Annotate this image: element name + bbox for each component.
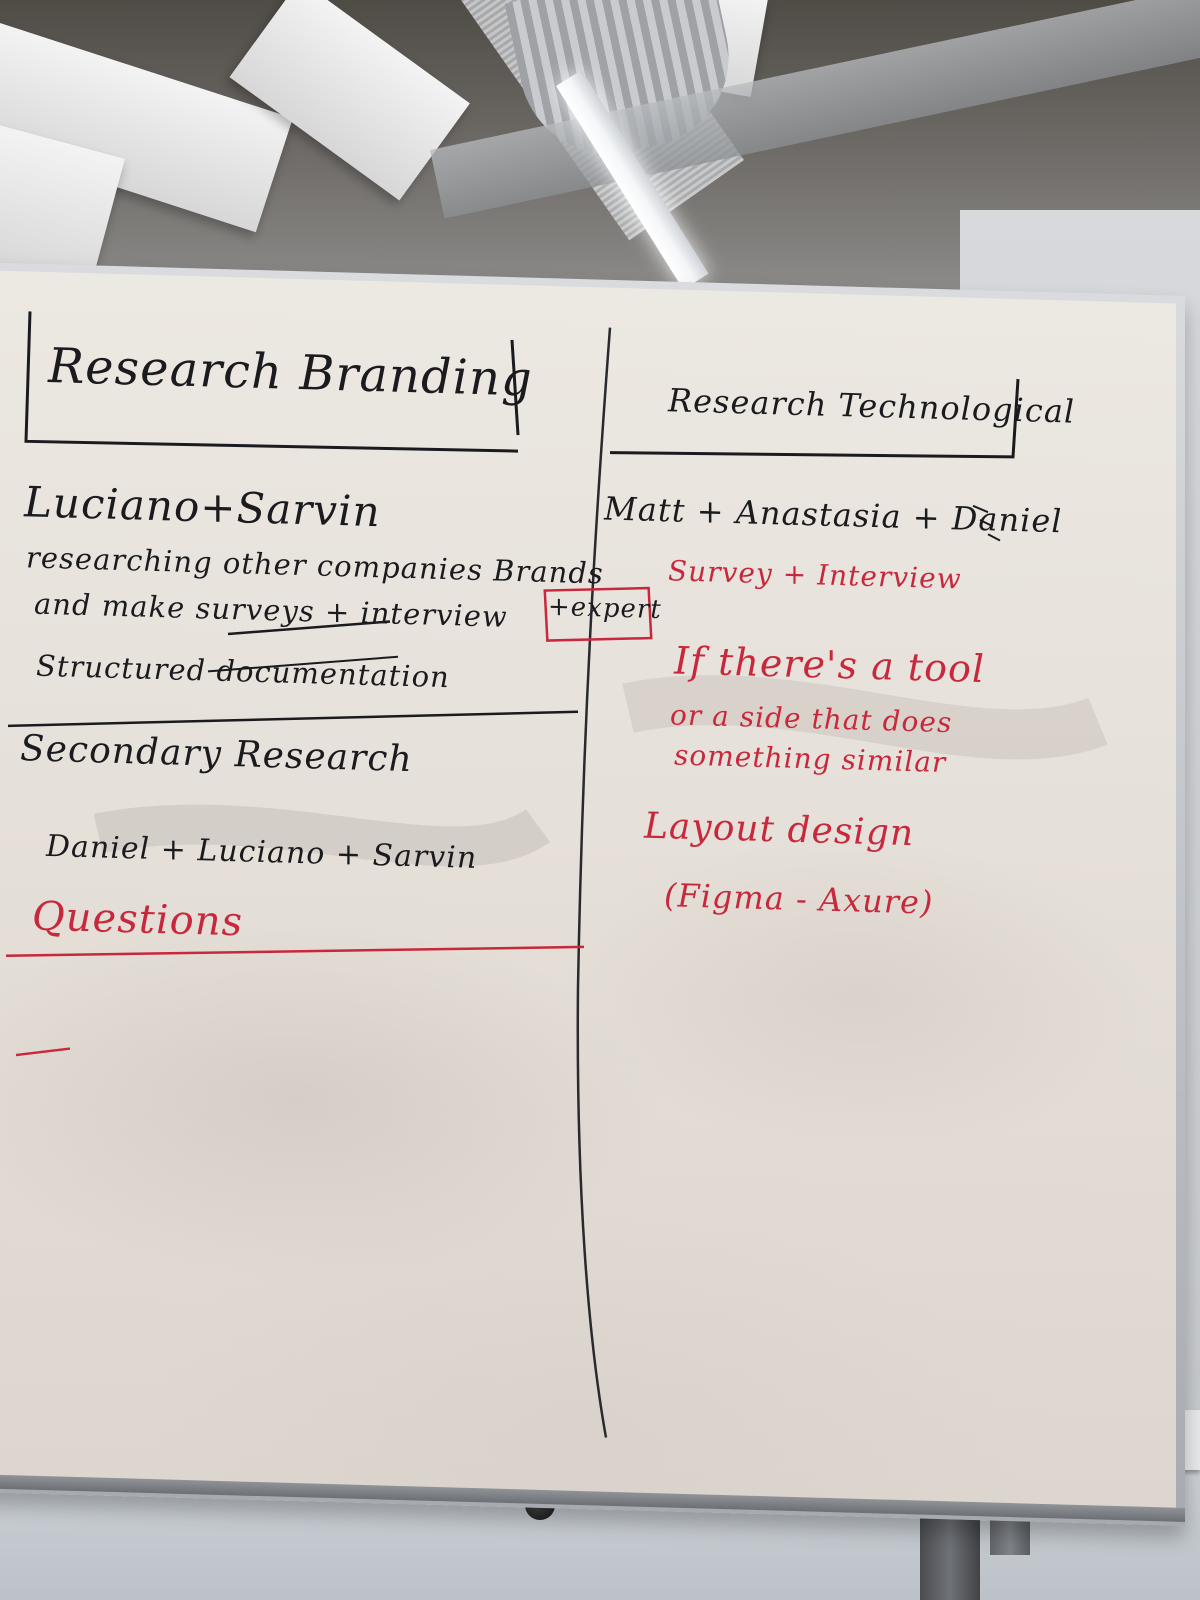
marker-dash [15, 1047, 71, 1057]
left-heading-box [24, 311, 519, 453]
expert-label: +expert [548, 591, 662, 626]
right-note-line-1: If there's a tool [674, 638, 985, 692]
whiteboard: Research Branding Luciano+Sarvin researc… [0, 270, 1176, 1510]
left-section-divider [7, 710, 579, 728]
erase-smudge [622, 675, 1108, 760]
right-tools: (Figma - Axure) [664, 876, 934, 922]
right-layout: Layout design [644, 805, 915, 855]
left-heading-box-right [510, 339, 520, 436]
left-team: Luciano+Sarvin [24, 477, 381, 537]
right-note-line-3: something similar [674, 738, 947, 780]
questions-label: Questions [32, 893, 243, 946]
expert-box [543, 586, 653, 642]
right-survey: Survey + Interview [668, 554, 962, 596]
center-divider [576, 327, 612, 1438]
surveys-underline [227, 620, 391, 636]
right-heading-box [609, 378, 1020, 459]
questions-underline [5, 945, 585, 958]
left-heading: Research Branding [48, 337, 533, 408]
right-note-line-2: or a side that does [670, 698, 953, 740]
marker-dots [972, 504, 1001, 542]
whiteboard-lines [5, 311, 1108, 1438]
erase-smudge [93, 804, 550, 867]
documentation-underline [207, 655, 399, 673]
